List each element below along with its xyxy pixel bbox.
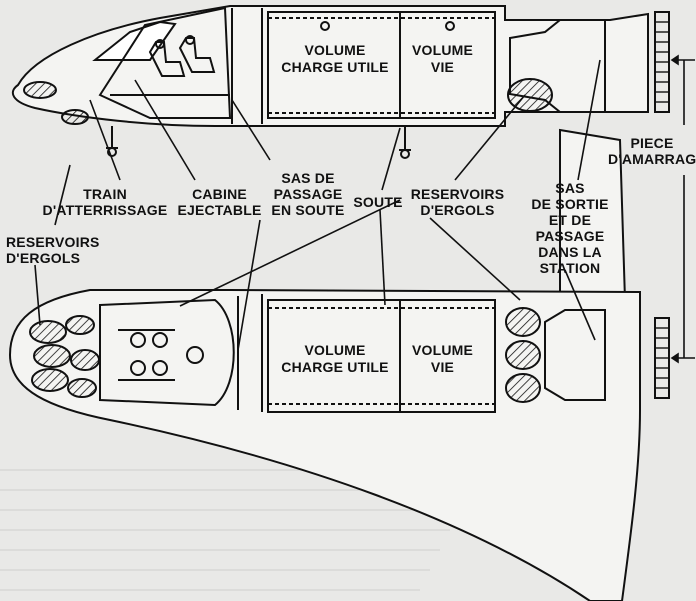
nose-tank-hatched: [23, 81, 57, 99]
top-reservoir-2: [505, 340, 541, 370]
top-sas-cone: [544, 309, 606, 401]
leader-lines: [34, 54, 695, 364]
front-landing-gear: [106, 126, 118, 149]
rear-landing-gear: [399, 126, 411, 151]
top-cabin: [99, 298, 235, 407]
top-view: [8, 289, 670, 601]
nose-tank-c: [31, 368, 69, 392]
top-volume-vie: [399, 299, 496, 413]
top-reservoir-3: [505, 373, 541, 403]
nose-tank-2: [61, 109, 89, 125]
side-reservoir: [507, 78, 553, 112]
label-soute: SOUTE: [353, 194, 403, 210]
nose-tank-e: [70, 349, 100, 371]
top-reservoir-1: [505, 307, 541, 337]
nose-tank-f: [67, 378, 97, 398]
side-view: [11, 5, 670, 159]
nose-tank-d: [65, 315, 95, 335]
nose-tank-b: [33, 344, 71, 368]
background-texture: [0, 469, 480, 591]
cabin-outline: [98, 6, 232, 119]
nose-tank-a: [29, 320, 67, 344]
side-volume-vie: [399, 11, 496, 119]
